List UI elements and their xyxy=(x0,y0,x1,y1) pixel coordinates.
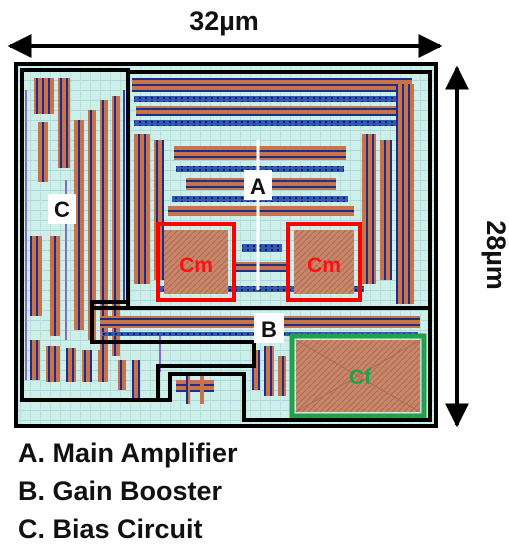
bias-circuit-layout xyxy=(25,78,140,400)
cm-right-label: Cm xyxy=(307,254,341,277)
cm-left-label: Cm xyxy=(179,254,213,277)
layout-figure: 32µm 28µm xyxy=(7,6,509,428)
region-b-label-box xyxy=(254,313,284,343)
region-a-tag: A xyxy=(244,170,272,200)
width-label: 32µm xyxy=(189,6,259,36)
legend-main-amplifier: A. Main Amplifier xyxy=(18,438,238,468)
region-a-label: A xyxy=(250,174,266,199)
cm-right-plate xyxy=(294,230,354,294)
cm-left-highlight xyxy=(156,222,236,302)
cm-capacitor-right: Cm xyxy=(286,222,362,302)
cf-capacitor: Cf xyxy=(289,333,427,419)
legend-bias-circuit: C. Bias Circuit xyxy=(18,514,203,544)
region-c-label: C xyxy=(54,197,70,222)
height-label: 28µm xyxy=(481,220,509,290)
legend-gain-booster: B. Gain Booster xyxy=(18,476,223,506)
chip-outline xyxy=(14,62,438,428)
region-b-label: B xyxy=(261,317,277,342)
region-c-tag: C xyxy=(48,194,76,224)
region-a-label-box xyxy=(244,170,272,200)
cf-highlight xyxy=(289,333,427,419)
cm-capacitor-left: Cm xyxy=(156,222,236,302)
region-b-tag: B xyxy=(254,313,284,343)
height-dimension: 28µm xyxy=(445,65,509,428)
width-dimension: 32µm xyxy=(7,6,443,58)
cf-label: Cf xyxy=(349,366,372,389)
cm-left-plate xyxy=(164,230,228,294)
region-c-label-box xyxy=(48,194,76,224)
cm-right-highlight xyxy=(286,222,362,302)
